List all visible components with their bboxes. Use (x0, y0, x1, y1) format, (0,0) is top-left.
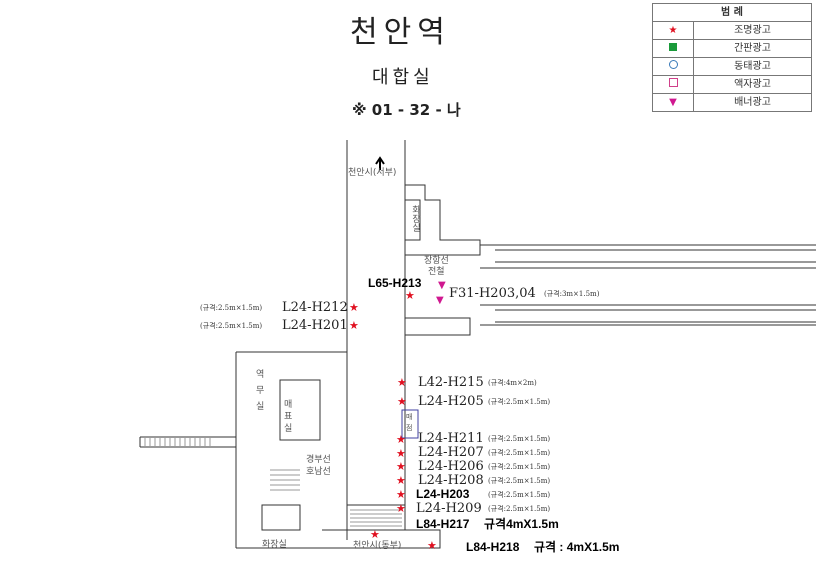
shop-label: 매 (406, 413, 413, 421)
ad-label: L24-H211 (418, 431, 484, 446)
subway-label: 전철 (428, 267, 445, 277)
ad-label: L65-H213 (368, 276, 422, 290)
ad-label: L24-H203 (416, 487, 470, 501)
exit-east-label: 천안시(동부) (353, 541, 402, 551)
ticket-office-label: 표 (284, 412, 293, 422)
ad-label: F31-H203,04 (449, 286, 536, 301)
station-office-label: 역 (256, 370, 265, 380)
square-outline-icon (668, 78, 678, 87)
janghang-line-label: 장항선 (424, 256, 449, 266)
ticket-office-label: 실 (284, 424, 293, 434)
ad-label: L42-H215 (418, 375, 484, 390)
ad-label: L24-H209 (416, 501, 482, 516)
ad-spec: (규격:2.5m×1.5m) (200, 304, 263, 312)
ad-spec: (규격:2.5m×1.5m) (488, 398, 551, 406)
ad-spec: 규격 : 4mX1.5m (534, 540, 620, 554)
station-office-label: 실 (256, 402, 265, 412)
ad-label: L24-H207 (418, 445, 484, 460)
ad-spec: (규격:3m×1.5m) (544, 290, 600, 298)
down-triangle-icon: ▼ (436, 295, 444, 306)
ad-label: L24-H201 (282, 318, 348, 333)
gyeongbu-line-label: 경부선 (306, 455, 331, 465)
star-icon: ★ (396, 502, 406, 515)
ticket-office-label: 매 (284, 400, 293, 410)
ad-spec: (규격:2.5m×1.5m) (488, 491, 551, 499)
star-icon: ★ (668, 24, 678, 36)
area-title: 대합실 (372, 67, 434, 88)
star-icon: ★ (349, 319, 359, 332)
filled-square-icon (669, 42, 677, 51)
star-icon: ★ (370, 528, 380, 541)
ad-spec: (규격:4m×2m) (488, 379, 537, 387)
star-icon: ★ (405, 289, 415, 302)
ad-spec: 규격4mX1.5m (484, 517, 559, 531)
ad-label: L84-H217 (416, 517, 470, 531)
honam-line-label: 호남선 (306, 467, 331, 477)
ad-label: L24-H206 (418, 459, 484, 474)
circle-icon (668, 60, 678, 69)
down-triangle-icon: ▼ (438, 280, 446, 291)
star-icon: ★ (396, 447, 406, 460)
ad-spec: (규격:2.5m×1.5m) (488, 449, 551, 457)
ad-spec: (규격:2.5m×1.5m) (200, 322, 263, 330)
exit-west-label: 천안시(서부) (348, 168, 397, 178)
station-title: 천안역 (350, 15, 451, 50)
ad-label: L24-H208 (418, 473, 484, 488)
down-triangle-icon: ▼ (669, 96, 677, 108)
star-icon: ★ (397, 395, 407, 408)
ad-spec: (규격:2.5m×1.5m) (488, 505, 551, 513)
ad-label: L84-H218 (466, 540, 520, 554)
star-icon: ★ (396, 460, 406, 473)
toilet-label: 화장실 (410, 205, 420, 232)
star-icon: ★ (397, 376, 407, 389)
ad-label: L24-H205 (418, 394, 484, 409)
ad-label: L24-H212 (282, 300, 348, 315)
star-icon: ★ (427, 539, 437, 552)
star-icon: ★ (349, 301, 359, 314)
ad-spec: (규격:2.5m×1.5m) (488, 477, 551, 485)
star-icon: ★ (396, 433, 406, 446)
station-office-label: 무 (256, 386, 265, 396)
star-icon: ★ (396, 488, 406, 501)
star-icon: ★ (396, 474, 406, 487)
plan-code: ※ 01 - 32 - 나 (352, 101, 461, 119)
ad-spec: (규격:2.5m×1.5m) (488, 463, 551, 471)
legend-label: 배너광고 (693, 93, 812, 112)
ad-spec: (규격:2.5m×1.5m) (488, 435, 551, 443)
toilet-label: 화장실 (262, 540, 287, 550)
legend: 범 례 ★조명광고 간판광고 동태광고 액자광고 ▼배너광고 (652, 3, 812, 112)
shop-label: 점 (406, 424, 413, 432)
